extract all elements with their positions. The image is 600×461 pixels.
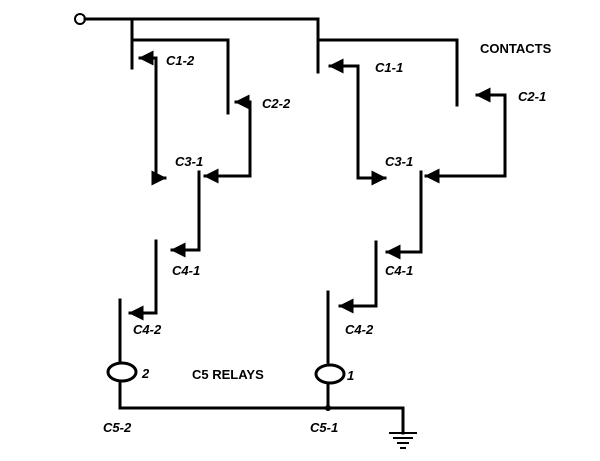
c1-2-label: C1-2 xyxy=(166,53,195,68)
c3-1-right-label: C3-1 xyxy=(385,154,413,169)
c3-1-left-label: C3-1 xyxy=(175,154,203,169)
c2-2-arm xyxy=(203,100,252,184)
c5-1-label: C5-1 xyxy=(310,420,338,435)
c2-2-label: C2-2 xyxy=(262,96,291,111)
c1-1-label: C1-1 xyxy=(375,60,403,75)
junction-dot xyxy=(325,405,331,411)
c4-2-left-label: C4-2 xyxy=(133,322,162,337)
relay-2-coil xyxy=(106,354,138,410)
c4-2-right-label: C4-2 xyxy=(345,322,374,337)
relay-1-coil xyxy=(314,354,346,410)
relay-1-label: 1 xyxy=(347,368,354,383)
c2-1-arm xyxy=(424,93,507,184)
c5-relays-label: C5 RELAYS xyxy=(192,367,264,382)
ground-icon xyxy=(389,432,417,449)
c4-1-left-label: C4-1 xyxy=(172,263,200,278)
c2-1-label: C2-1 xyxy=(518,89,546,104)
c1-1-arm xyxy=(356,64,387,186)
relay-2-label: 2 xyxy=(141,366,150,381)
c4-1-right-label: C4-1 xyxy=(385,263,413,278)
contacts-label: CONTACTS xyxy=(480,41,552,56)
c5-2-label: C5-2 xyxy=(103,420,132,435)
c1-2-arm xyxy=(151,56,167,186)
